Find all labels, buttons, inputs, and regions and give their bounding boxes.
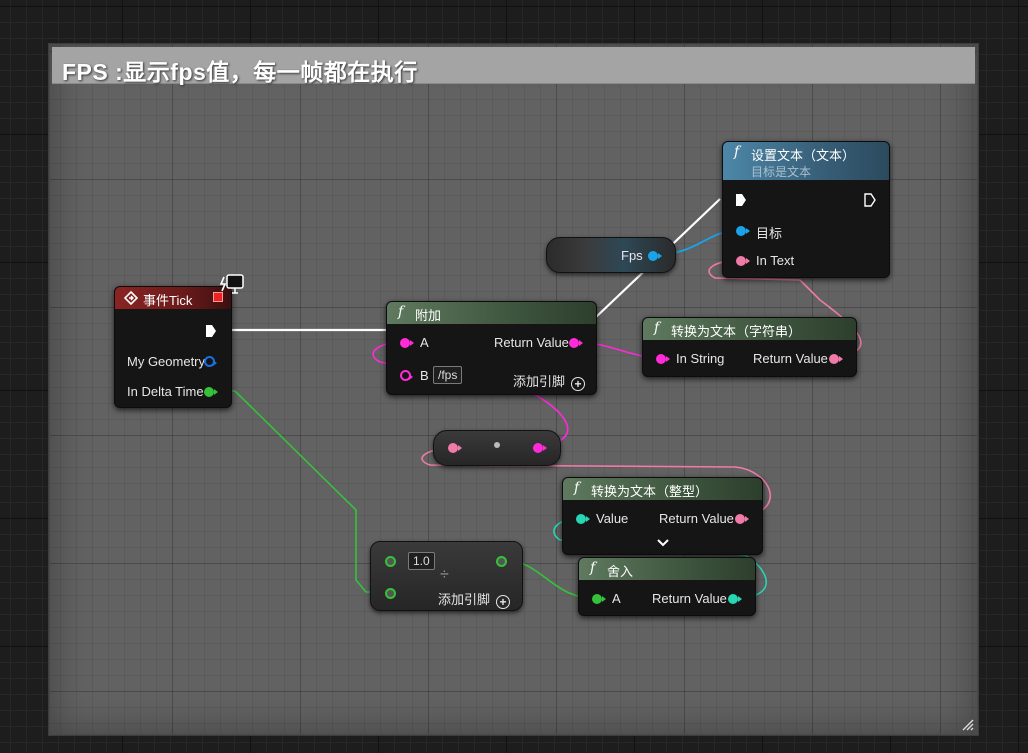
replication-icon: [219, 273, 244, 295]
round-return-label: Return Value: [652, 591, 727, 606]
function-icon: f: [654, 320, 660, 336]
divide-out-pin[interactable]: [496, 556, 507, 567]
divide-in-a-pin[interactable]: [385, 556, 396, 567]
in-string-label: In String: [676, 351, 725, 366]
exec-in-pin[interactable]: [735, 193, 747, 207]
my-geometry-pin[interactable]: [204, 356, 217, 367]
in-text-pin[interactable]: [736, 256, 750, 266]
delegate-pin[interactable]: [213, 292, 223, 302]
round-a-pin[interactable]: [592, 594, 606, 604]
target-label: 目标: [756, 226, 783, 241]
event-diamond-icon: [124, 291, 138, 305]
round-a-label: A: [612, 591, 621, 606]
round-node[interactable]: f 舍入 A Return Value: [578, 557, 756, 616]
function-icon: f: [734, 144, 740, 160]
append-return-label: Return Value: [494, 335, 569, 350]
append-b-label: B: [420, 368, 429, 383]
append-title: 附加: [415, 308, 442, 323]
append-a-label: A: [420, 335, 429, 350]
reroute-dot: [494, 442, 500, 448]
fps-variable-pin[interactable]: [648, 251, 662, 261]
to-text-string-return-label: Return Value: [753, 351, 828, 366]
in-delta-time-pin[interactable]: [204, 387, 218, 397]
to-text-int-node[interactable]: f 转换为文本（整型） Value Return Value: [562, 477, 763, 555]
divide-a-input[interactable]: 1.0: [408, 552, 435, 570]
add-pin-label: 添加引脚: [513, 374, 566, 389]
divide-node[interactable]: 1.0 ÷ 添加引脚 +: [370, 541, 523, 611]
to-text-string-return-pin[interactable]: [829, 354, 843, 364]
append-b-pin[interactable]: [400, 370, 413, 381]
append-node[interactable]: f 附加 A Return Value B /fps 添加引脚 +: [386, 301, 597, 395]
to-text-string-title: 转换为文本（字符串）: [671, 324, 802, 339]
my-geometry-label: My Geometry: [127, 354, 206, 369]
to-text-string-header[interactable]: f 转换为文本（字符串）: [643, 318, 856, 340]
exec-out-pin[interactable]: [205, 324, 217, 338]
comment-header[interactable]: FPS :显示fps值，每一帧都在执行: [52, 47, 975, 85]
set-text-subtitle: 目标是文本: [751, 165, 812, 179]
value-label: Value: [596, 511, 629, 526]
fps-variable-node[interactable]: Fps: [546, 237, 676, 273]
to-text-string-node[interactable]: f 转换为文本（字符串） In String Return Value: [642, 317, 857, 377]
resize-grip-icon[interactable]: [960, 717, 974, 731]
reroute-out-pin[interactable]: [533, 443, 547, 453]
function-icon: f: [590, 560, 596, 576]
function-icon: f: [574, 480, 580, 496]
in-delta-time-label: In Delta Time: [127, 384, 204, 399]
round-header[interactable]: f 舍入: [579, 558, 755, 580]
append-add-pin-button[interactable]: 添加引脚 +: [513, 371, 586, 391]
plus-icon: +: [571, 377, 586, 391]
to-text-int-header[interactable]: f 转换为文本（整型）: [563, 478, 762, 500]
event-tick-header[interactable]: 事件Tick: [115, 287, 231, 309]
reroute-in-pin[interactable]: [448, 443, 462, 453]
event-tick-node[interactable]: 事件Tick My Geometry In Delta Time: [114, 274, 244, 408]
divide-symbol: ÷: [440, 566, 449, 583]
chevron-down-icon[interactable]: [657, 539, 669, 547]
exec-out-pin[interactable]: [864, 193, 876, 207]
add-pin-label: 添加引脚: [438, 592, 491, 607]
target-pin[interactable]: [736, 226, 750, 236]
set-text-header[interactable]: f 设置文本（文本） 目标是文本: [723, 142, 889, 180]
in-string-pin[interactable]: [656, 354, 670, 364]
to-text-int-title: 转换为文本（整型）: [591, 484, 709, 499]
to-text-int-return-label: Return Value: [659, 511, 734, 526]
append-a-pin[interactable]: [400, 338, 414, 348]
in-text-label: In Text: [756, 253, 795, 268]
value-pin[interactable]: [576, 514, 590, 524]
append-return-pin[interactable]: [569, 338, 583, 348]
comment-title[interactable]: FPS :显示fps值，每一帧都在执行: [62, 59, 418, 85]
fps-variable-label: Fps: [621, 248, 643, 263]
event-tick-title: 事件Tick: [143, 293, 193, 308]
set-text-node[interactable]: f 设置文本（文本） 目标是文本 目标 In Text: [722, 141, 890, 278]
divide-in-b-pin[interactable]: [385, 588, 396, 599]
divide-add-pin-button[interactable]: 添加引脚 +: [438, 589, 511, 609]
function-icon: f: [398, 304, 404, 320]
set-text-title: 设置文本（文本）: [751, 148, 856, 163]
round-title: 舍入: [607, 564, 634, 579]
plus-icon: +: [496, 595, 511, 609]
reroute-node[interactable]: [433, 430, 561, 466]
to-text-int-return-pin[interactable]: [735, 514, 749, 524]
append-b-input[interactable]: /fps: [433, 366, 463, 384]
round-return-pin[interactable]: [728, 594, 742, 604]
append-header[interactable]: f 附加: [387, 302, 596, 324]
